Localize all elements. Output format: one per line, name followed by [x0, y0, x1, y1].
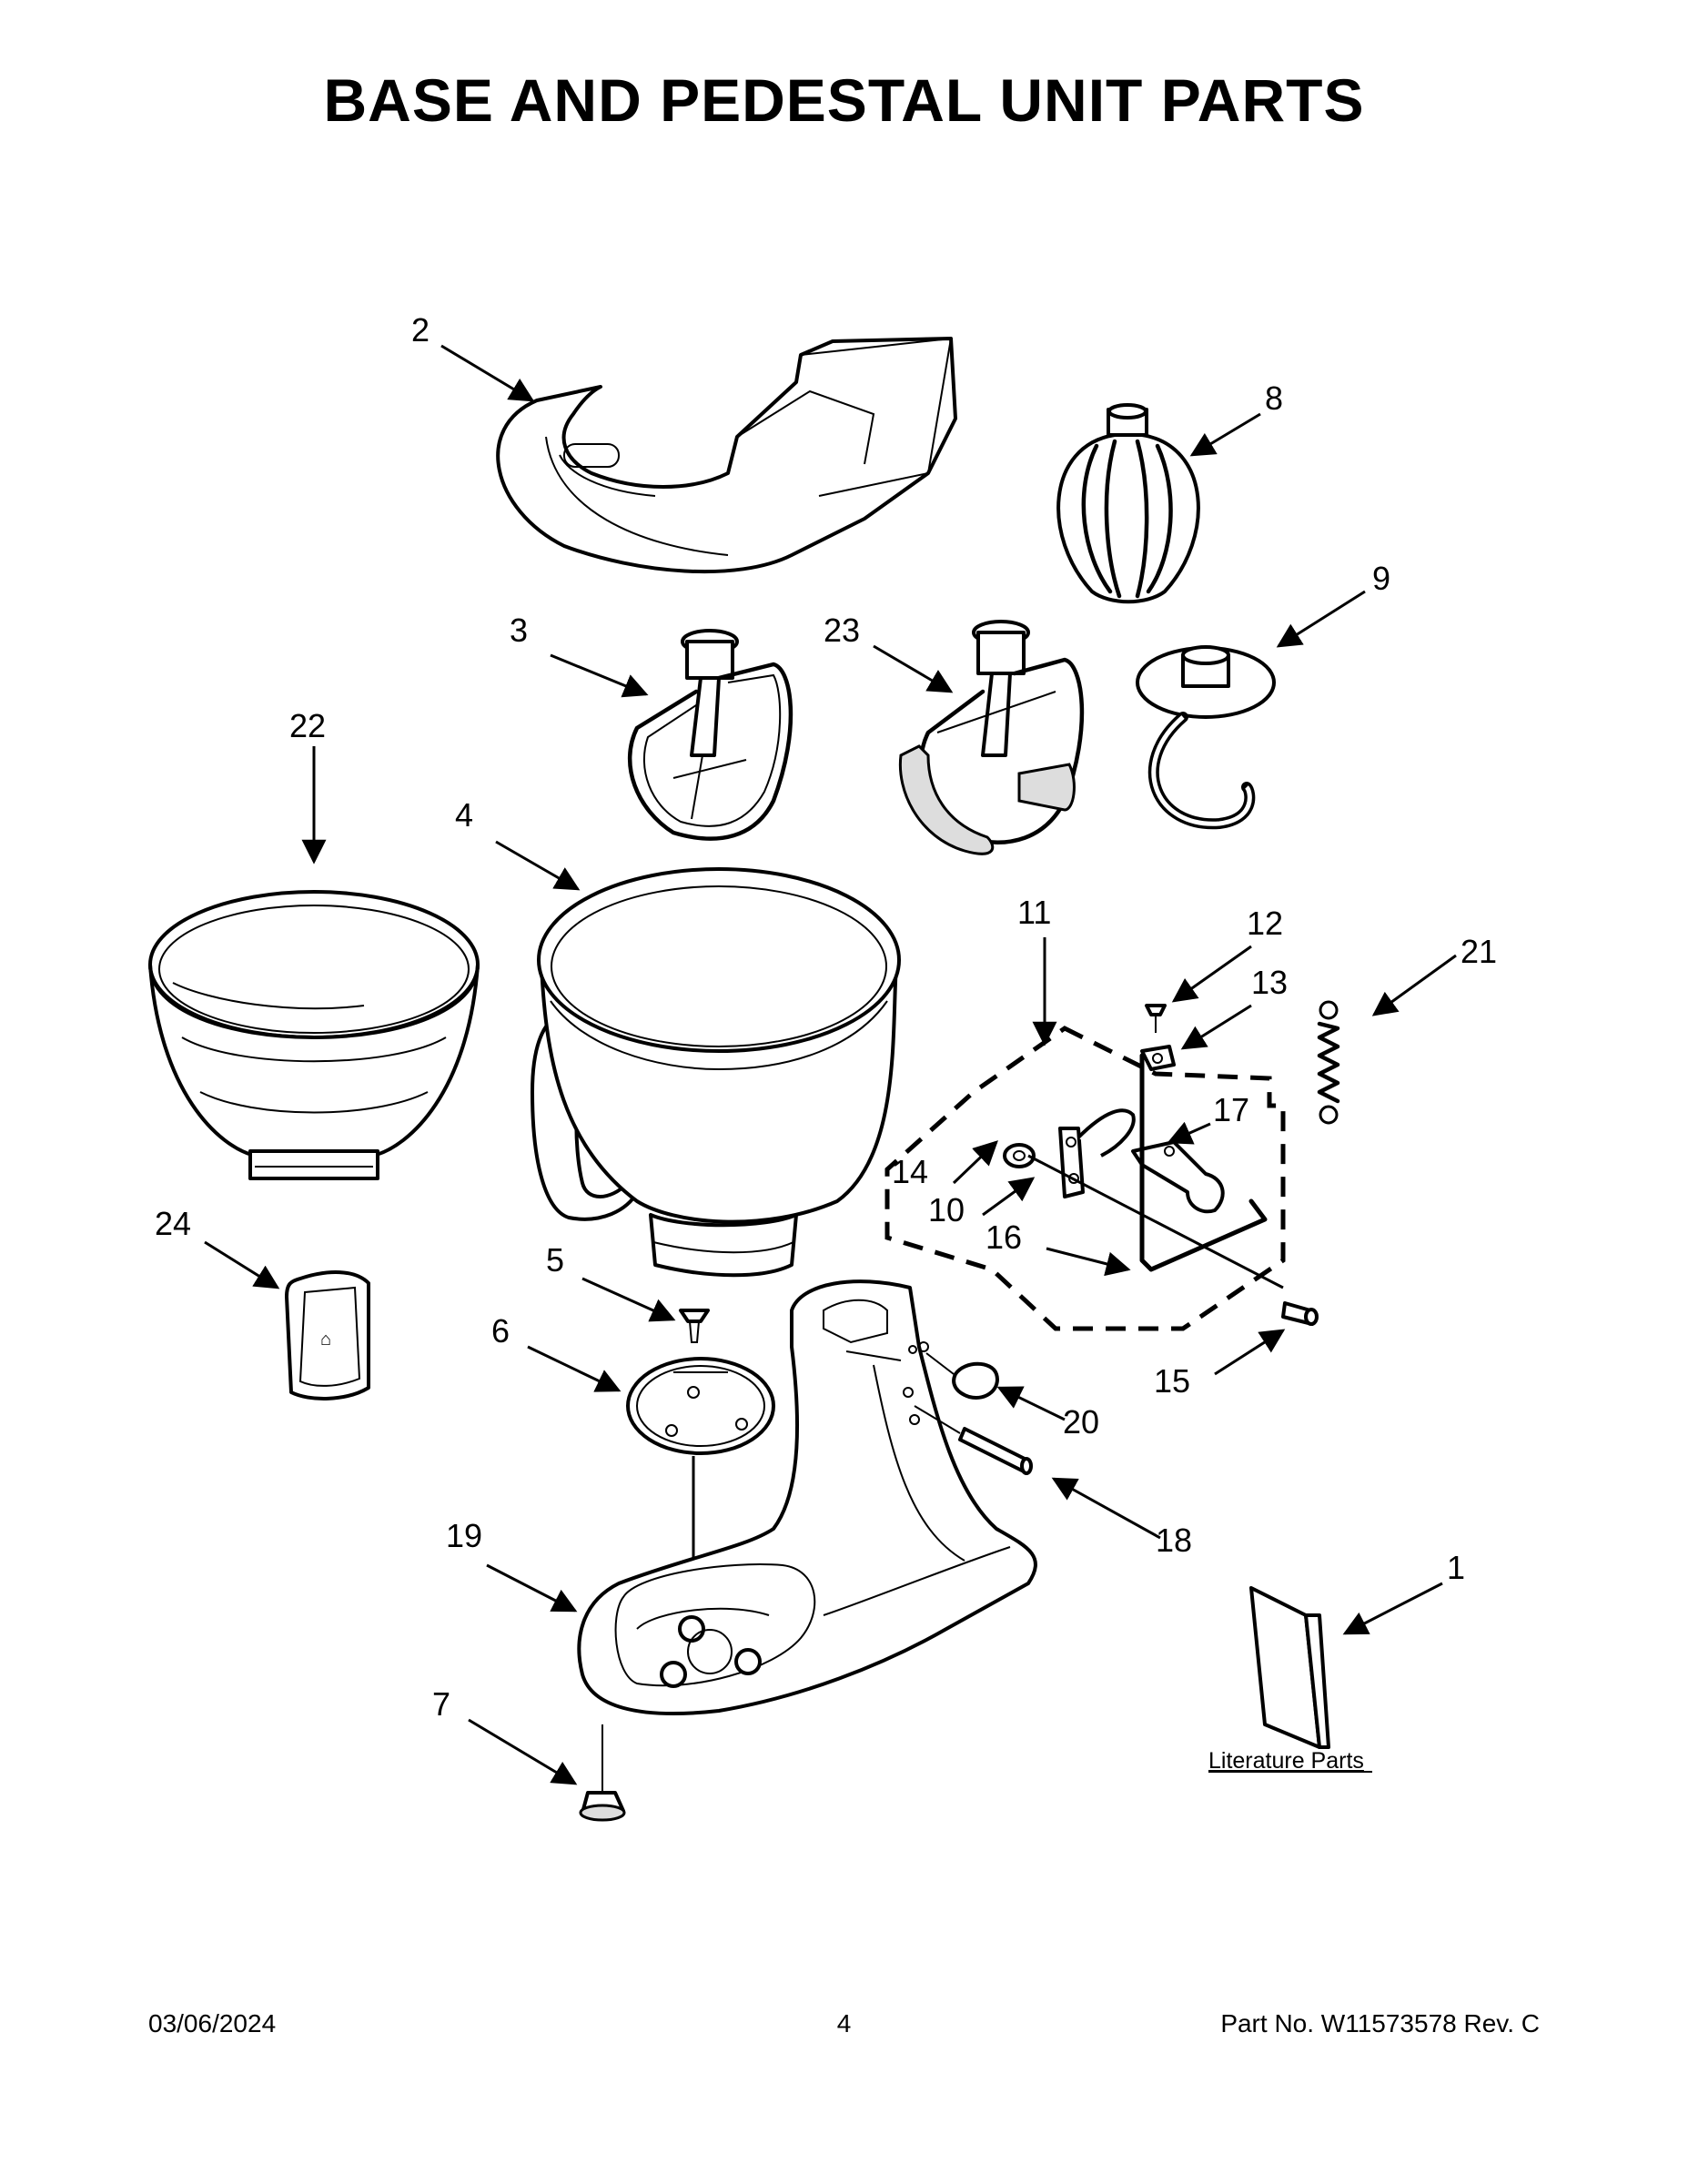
- leader-19: [486, 1563, 578, 1613]
- callout-12: 12: [1247, 905, 1283, 942]
- flat-beater-part: [628, 629, 793, 841]
- callout-4: 4: [455, 796, 473, 834]
- callout-24: 24: [155, 1205, 191, 1242]
- clip-13-part: [1140, 1045, 1176, 1071]
- leader-9: [1276, 590, 1366, 648]
- leader-18: [1051, 1477, 1161, 1540]
- hinge-pin-18-part: [958, 1427, 1033, 1475]
- screw-5-part: [679, 1309, 710, 1343]
- pouring-shield-part: [496, 337, 957, 574]
- stainless-bowl-part: [531, 867, 901, 1278]
- callout-3: 3: [510, 612, 528, 649]
- leader-6: [527, 1345, 622, 1392]
- footer-part-number: Part No. W11573578 Rev. C: [1220, 2009, 1540, 2037]
- foot-7-part: [579, 1724, 626, 1822]
- gasket-20-part: [952, 1361, 999, 1400]
- callout-16: 16: [986, 1218, 1022, 1256]
- hinge-axis-line: [914, 1405, 961, 1434]
- assembly-11-boundary: [884, 1026, 1286, 1331]
- callout-14: 14: [892, 1153, 928, 1190]
- leader-16: [1046, 1247, 1131, 1277]
- pin-15-part: [1281, 1301, 1319, 1326]
- leader-24: [204, 1240, 280, 1289]
- footer-date: 03/06/2024: [148, 2009, 277, 2037]
- callout-20: 20: [1063, 1403, 1099, 1441]
- svg-text:⌂: ⌂: [320, 1330, 331, 1350]
- callout-5: 5: [546, 1241, 564, 1279]
- clamp-plate-6-part: [626, 1357, 775, 1455]
- callout-10: 10: [928, 1191, 965, 1228]
- callout-7: 7: [432, 1685, 450, 1723]
- glass-bowl-part: [148, 890, 480, 1180]
- callout-18: 18: [1156, 1522, 1192, 1559]
- flex-edge-beater-part: [898, 620, 1085, 855]
- leader-15: [1214, 1329, 1286, 1376]
- leader-3: [550, 653, 649, 698]
- footer-page-number: 4: [836, 2009, 852, 2037]
- callout-19: 19: [446, 1517, 482, 1554]
- trim-badge-part: ⌂: [285, 1270, 370, 1400]
- leader-23: [873, 644, 954, 693]
- screw-12-part: [1145, 1004, 1167, 1033]
- callout-15: 15: [1154, 1362, 1190, 1400]
- dough-hook-part: [1136, 645, 1276, 830]
- leader-8: [1189, 412, 1261, 457]
- leader-4: [495, 840, 581, 891]
- leader-5: [581, 1277, 676, 1322]
- lever-17-part: [1131, 1140, 1225, 1214]
- callout-11: 11: [1017, 894, 1051, 931]
- callout-8: 8: [1265, 379, 1283, 417]
- leader-21: [1371, 954, 1457, 1016]
- leader-2: [440, 344, 535, 402]
- callout-6: 6: [491, 1312, 510, 1350]
- gasket-axis-line: [925, 1352, 955, 1375]
- literature-1-part: [1249, 1586, 1330, 1749]
- bracket-10-part: [1058, 1108, 1136, 1198]
- leader-14: [952, 1140, 998, 1185]
- callout-23: 23: [824, 612, 860, 649]
- leader-17: [1167, 1121, 1211, 1145]
- spring-21-part: [1317, 1000, 1340, 1125]
- page-title: BASE AND PEDESTAL UNIT PARTS: [323, 66, 1365, 134]
- callout-22: 22: [289, 707, 326, 744]
- callout-21: 21: [1461, 933, 1497, 970]
- leader-1: [1342, 1582, 1443, 1635]
- callout-13: 13: [1251, 964, 1288, 1001]
- pedestal-19-part: [577, 1279, 1037, 1716]
- callout-1: 1: [1447, 1549, 1465, 1586]
- washer-14-part: [1003, 1143, 1036, 1168]
- wire-whip-part: [1056, 403, 1200, 604]
- leader-13: [1180, 1004, 1252, 1050]
- leader-10: [982, 1177, 1036, 1217]
- leader-20: [996, 1386, 1066, 1421]
- rod-16-part: [1139, 1053, 1268, 1272]
- shaft-axis-line: [1027, 1154, 1284, 1289]
- callout-2: 2: [411, 311, 430, 349]
- leader-12: [1171, 945, 1252, 1003]
- callout-9: 9: [1372, 560, 1390, 597]
- leader-7: [468, 1718, 578, 1785]
- callout-17: 17: [1213, 1091, 1249, 1128]
- literature-parts-label: Literature Parts: [1208, 1748, 1364, 1774]
